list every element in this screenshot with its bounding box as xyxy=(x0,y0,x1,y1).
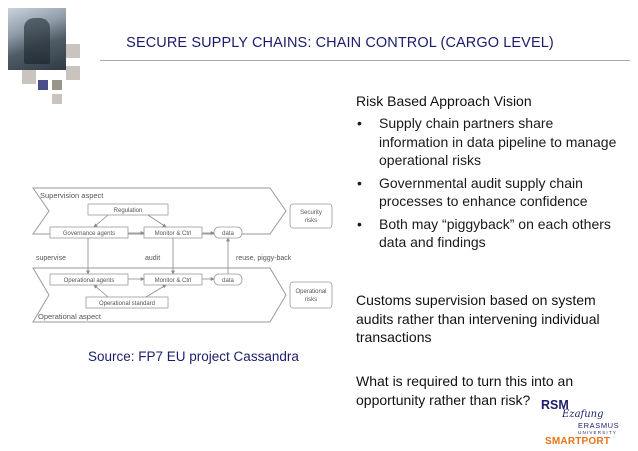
security-risks-label-2: risks xyxy=(305,218,317,224)
monitor-ctrl-top-label: Monitor & Ctrl xyxy=(155,231,192,237)
operational-risks-box xyxy=(289,281,333,309)
bullet-text: Both may “piggyback” on each others data… xyxy=(379,215,611,251)
list-item: • Both may “piggyback” on each others dat… xyxy=(356,215,626,252)
bullet-marker: • xyxy=(357,215,362,232)
operational-risks-label-2: risks xyxy=(305,297,317,303)
bullet-marker: • xyxy=(357,174,362,191)
regulation-to-governance-arrow xyxy=(93,214,109,228)
operational-agents-box xyxy=(49,273,129,286)
logo-tile xyxy=(22,70,36,84)
chain-control-diagram: Supervision aspect Regulation Governance… xyxy=(32,187,333,323)
operational-chevron xyxy=(32,267,287,323)
reuse-label: reuse, piggy-back xyxy=(236,255,292,262)
bullet-marker: • xyxy=(357,115,362,131)
logo-tile xyxy=(66,44,80,58)
data-top-label: data xyxy=(222,231,234,237)
monitor-ctrl-bottom-label: Monitor & Ctrl xyxy=(155,278,192,284)
data-bottom-label: data xyxy=(222,278,234,284)
logo-tile xyxy=(52,94,62,104)
operational-risks-label: Operational xyxy=(295,289,326,295)
university-logo-text: UNIVERSITY xyxy=(578,430,618,435)
logo-tile xyxy=(52,80,62,90)
governance-agents-label: Governance agents xyxy=(63,231,115,237)
standard-to-monitor-arrow xyxy=(145,284,167,298)
header-photo xyxy=(8,8,66,70)
title-divider xyxy=(100,60,630,61)
supervision-aspect-label: Supervision aspect xyxy=(40,191,104,200)
question-paragraph: What is required to turn this into an op… xyxy=(356,373,574,408)
regulation-to-monitor-arrow xyxy=(147,214,167,228)
smartport-logo-text: SMARTPORT xyxy=(545,436,611,447)
operational-standard-box xyxy=(85,296,169,309)
supervision-chevron xyxy=(32,187,287,235)
logo-tile xyxy=(66,66,80,80)
customs-paragraph: Customs supervision based on system audi… xyxy=(356,292,600,345)
erasmus-logo-text: ERASMUS xyxy=(578,421,620,430)
vision-bullet-list: • Supply chain partners share information… xyxy=(356,114,626,256)
operational-agents-label: Operational agents xyxy=(64,278,115,284)
slide-title: SECURE SUPPLY CHAINS: CHAIN CONTROL (CAR… xyxy=(126,35,554,51)
bullet-text: Governmental audit supply chain processe… xyxy=(379,174,588,210)
supervise-label: supervise xyxy=(36,255,66,262)
security-risks-label: Security xyxy=(300,210,322,216)
operational-standard-label: Operational standard xyxy=(99,301,155,307)
source-caption: Source: FP7 EU project Cassandra xyxy=(88,349,299,364)
security-risks-box xyxy=(289,203,333,229)
logo-tile xyxy=(38,80,48,90)
regulation-label: Regulation xyxy=(114,208,143,214)
audit-label: audit xyxy=(145,255,160,262)
list-item: • Supply chain partners share information… xyxy=(356,114,626,170)
list-item: • Governmental audit supply chain process… xyxy=(356,174,626,211)
operational-aspect-label: Operational aspect xyxy=(38,312,102,321)
regulation-box xyxy=(87,203,169,216)
rsm-logo-text: RSM xyxy=(541,398,569,412)
erasmus-script-logo: Ezafung xyxy=(562,409,604,420)
standard-to-opagents-arrow xyxy=(93,284,109,298)
governance-agents-box xyxy=(49,226,129,239)
vision-heading: Risk Based Approach Vision xyxy=(356,93,532,109)
bullet-text: Supply chain partners share information … xyxy=(379,115,617,168)
